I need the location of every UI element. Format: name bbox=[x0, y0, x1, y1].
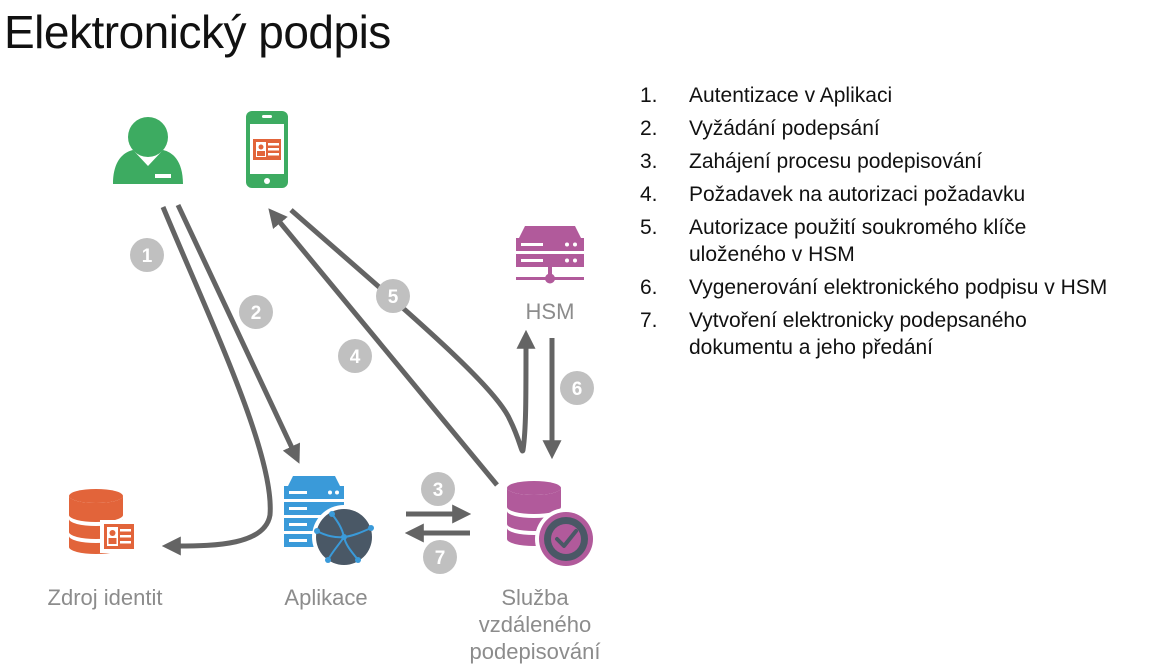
steps-list: 1. Autentizace v Aplikaci 2. Vyžádání po… bbox=[640, 82, 1160, 367]
hsm-server-icon bbox=[516, 226, 584, 284]
database-id-card-icon bbox=[69, 489, 138, 554]
step-badge-number: 6 bbox=[572, 379, 583, 400]
remote-signing-label-line3: podepisování bbox=[469, 639, 601, 664]
step-number: 1. bbox=[640, 84, 658, 107]
step-badge-number: 3 bbox=[433, 480, 444, 501]
step-text: Vytvoření elektronicky podepsaného bbox=[689, 309, 1027, 332]
step-badge: 7 bbox=[423, 540, 457, 574]
step-text: Autorizace použití soukromého klíče bbox=[689, 216, 1027, 239]
identity-source-label: Zdroj identit bbox=[47, 585, 163, 610]
step-number: 2. bbox=[640, 117, 658, 140]
step-badge-number: 1 bbox=[142, 246, 153, 267]
step-badge: 1 bbox=[130, 238, 164, 272]
step-item: 5. Autorizace použití soukromého klíče u… bbox=[640, 214, 1160, 268]
step-badge-number: 7 bbox=[435, 548, 446, 569]
hsm-label: HSM bbox=[525, 299, 575, 324]
step-text: Zahájení procesu podepisování bbox=[689, 150, 983, 173]
mobile-phone-icon bbox=[246, 111, 288, 188]
step-badge-number: 4 bbox=[350, 347, 361, 368]
arrow-authorization-request bbox=[268, 208, 499, 487]
server-globe-icon bbox=[284, 476, 376, 569]
step-badge-number: 5 bbox=[388, 287, 399, 308]
arrow-key-authorization bbox=[289, 208, 536, 454]
step-item: 2. Vyžádání podepsání bbox=[640, 115, 1160, 142]
step-text: Autentizace v Aplikaci bbox=[689, 84, 893, 107]
step-item: 6. Vygenerování elektronického podpisu v… bbox=[640, 274, 1160, 301]
step-text-continued: uloženého v HSM bbox=[689, 243, 855, 266]
database-checkmark-icon bbox=[507, 481, 597, 570]
step-number: 5. bbox=[640, 216, 658, 239]
step-text: Vygenerování elektronického podpisu v HS… bbox=[689, 276, 1108, 299]
user-icon bbox=[113, 117, 183, 184]
step-badge-number: 2 bbox=[251, 303, 262, 324]
step-text: Požadavek na autorizaci požadavku bbox=[689, 183, 1026, 206]
step-text-continued: dokumentu a jeho předání bbox=[689, 336, 934, 359]
step-item: 7. Vytvoření elektronicky podepsaného do… bbox=[640, 307, 1160, 361]
step-number: 3. bbox=[640, 150, 658, 173]
step-badge: 6 bbox=[560, 371, 594, 405]
remote-signing-label-line2: vzdáleného bbox=[478, 612, 592, 637]
arrow-auth bbox=[160, 206, 273, 556]
remote-signing-label: Služba vzdáleného podepisování bbox=[460, 584, 610, 665]
arrow-sign-request bbox=[175, 203, 300, 464]
diagram: 1 2 3 4 5 6 7 bbox=[69, 111, 597, 574]
step-item: 4. Požadavek na autorizaci požadavku bbox=[640, 181, 1160, 208]
application-label: Aplikace bbox=[284, 585, 368, 610]
remote-signing-label-line1: Služba bbox=[501, 585, 569, 610]
step-number: 7. bbox=[640, 309, 658, 332]
step-badge: 5 bbox=[376, 279, 410, 313]
step-badge: 2 bbox=[239, 295, 273, 329]
step-item: 3. Zahájení procesu podepisování bbox=[640, 148, 1160, 175]
step-item: 1. Autentizace v Aplikaci bbox=[640, 82, 1160, 109]
step-number: 6. bbox=[640, 276, 658, 299]
page-title: Elektronický podpis bbox=[4, 6, 391, 58]
step-number: 4. bbox=[640, 183, 658, 206]
step-badge: 4 bbox=[338, 339, 372, 373]
step-badge: 3 bbox=[421, 472, 455, 506]
step-text: Vyžádání podepsání bbox=[689, 117, 880, 140]
